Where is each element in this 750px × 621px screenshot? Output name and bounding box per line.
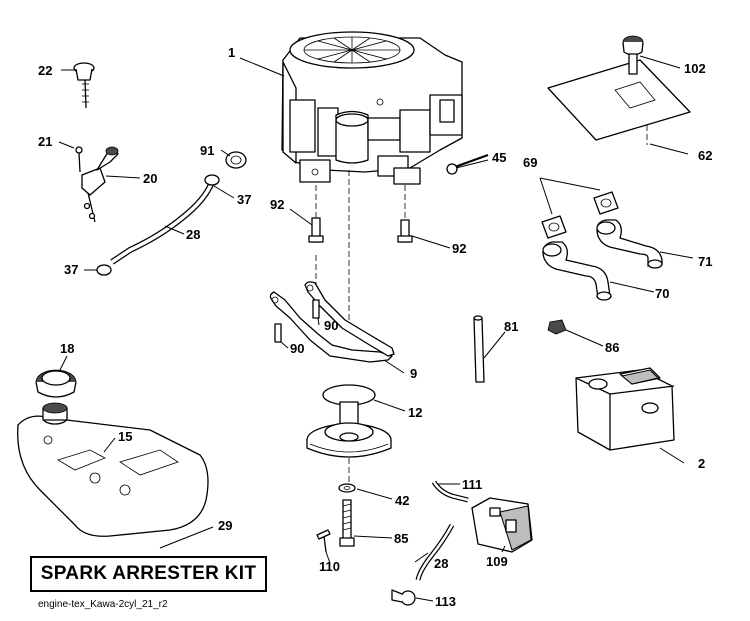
part-number-1: 1: [228, 45, 235, 60]
part-number-92a: 92: [270, 197, 284, 212]
bolt-85-part: [339, 499, 355, 547]
bolt-part: [308, 217, 413, 243]
heat-shield-part: [547, 59, 691, 141]
part-number-109: 109: [486, 554, 508, 569]
solenoid-part: [471, 497, 533, 553]
part-number-113: 113: [435, 594, 456, 609]
diagram-caption: engine-tex_Kawa-2cyl_21_r2: [38, 599, 168, 610]
spark-arrester-kit-label: SPARK ARRESTER KIT: [30, 556, 267, 592]
engine-part: [281, 31, 463, 185]
part-number-22: 22: [38, 63, 52, 78]
part-number-20: 20: [143, 171, 157, 186]
part-number-2: 2: [698, 456, 705, 471]
part-number-45: 45: [492, 150, 506, 165]
part-number-29: 29: [218, 518, 232, 533]
part-number-85: 85: [394, 531, 408, 546]
part-number-37b: 37: [64, 262, 78, 277]
shield-bolt-part: [622, 35, 644, 75]
pulley-part: [306, 384, 392, 458]
part-number-9: 9: [410, 366, 417, 381]
spark-arrester-kit-text: SPARK ARRESTER KIT: [40, 563, 257, 584]
fuel-line-part: [391, 480, 469, 606]
part-number-42: 42: [395, 493, 409, 508]
part-number-18: 18: [60, 341, 74, 356]
part-number-28a: 28: [186, 227, 200, 242]
bolt-45-part: [446, 154, 489, 175]
washer-part: [338, 483, 356, 493]
part-number-92b: 92: [452, 241, 466, 256]
part-number-labels: 1 2 9 12 15 18 20 21 22 28 28 29 37 37 4…: [38, 45, 712, 609]
muffler-part: [575, 367, 675, 451]
breather-hose-part: [96, 151, 247, 276]
part-number-90a: 90: [324, 318, 338, 333]
pin-part: [316, 529, 331, 553]
part-number-86: 86: [605, 340, 619, 355]
dipstick-part: [73, 62, 95, 109]
leader-lines: [58, 55, 694, 602]
nut-part: [547, 319, 567, 335]
part-number-62: 62: [698, 148, 712, 163]
fuel-tank-part: [17, 402, 209, 537]
part-number-110: 110: [319, 559, 340, 574]
part-number-91: 91: [200, 143, 214, 158]
part-number-111: 111: [462, 477, 482, 492]
gasket-part: [541, 191, 619, 239]
fuel-cap-part: [35, 369, 77, 398]
part-number-102: 102: [684, 61, 706, 76]
part-number-28b: 28: [434, 556, 448, 571]
part-number-90b: 90: [290, 341, 304, 356]
exhaust-pipe-part: [542, 219, 663, 301]
part-number-21: 21: [38, 134, 52, 149]
part-number-71: 71: [698, 254, 712, 269]
throttle-linkage-part: [75, 146, 119, 223]
tube-part: [473, 315, 485, 383]
part-number-70: 70: [655, 286, 669, 301]
part-number-37a: 37: [237, 192, 251, 207]
part-number-12: 12: [408, 405, 422, 420]
part-number-15: 15: [118, 429, 132, 444]
part-number-81: 81: [504, 319, 518, 334]
part-number-69: 69: [523, 155, 537, 170]
bracket-part: [269, 281, 395, 363]
